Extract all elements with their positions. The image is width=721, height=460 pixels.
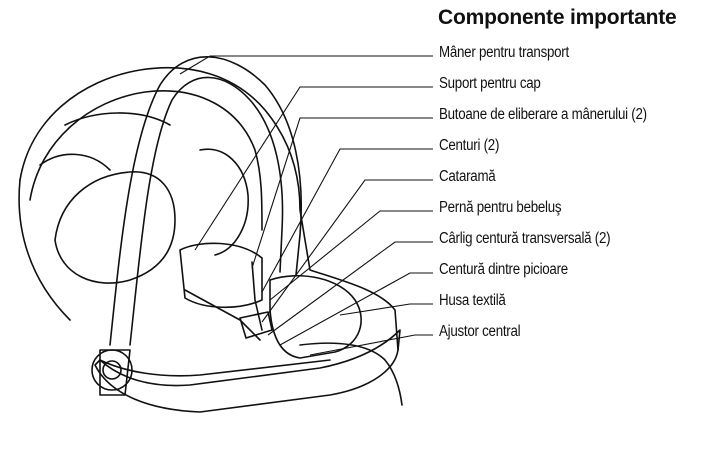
foot-cushion <box>269 274 362 359</box>
component-label: Husa textilă <box>439 292 506 309</box>
harness-strap-left <box>184 289 261 341</box>
seat-shell-outer <box>19 66 399 351</box>
component-label: Mâner pentru transport <box>439 44 569 61</box>
base-rim <box>99 359 331 377</box>
component-label: Butoane de eliberare a mânerului (2) <box>439 106 647 123</box>
leader-line-crotch-strap <box>279 272 433 346</box>
leader-line-central-adjuster <box>309 334 433 356</box>
leader-line-carry-handle <box>179 55 433 75</box>
component-label: Cârlig centură transversală (2) <box>439 230 611 247</box>
leader-line-buckle <box>261 179 433 323</box>
component-label: Centură dintre picioare <box>439 261 568 278</box>
canopy-fold-1 <box>18 179 71 321</box>
component-label: Cataramă <box>439 168 496 185</box>
handle-arc-inner <box>129 76 284 346</box>
component-label: Centuri (2) <box>439 137 500 154</box>
page-title: Componente importante <box>438 6 677 29</box>
leader-line-fabric-cover <box>339 303 433 316</box>
seat-base <box>94 329 401 413</box>
leader-line-belt-hook <box>267 241 433 336</box>
handle-arc-outer <box>109 56 303 346</box>
head-support-cushion <box>54 171 176 284</box>
component-label: Suport pentru cap <box>439 75 541 92</box>
handle-pivot-inner <box>102 360 122 380</box>
buckle-shape <box>239 311 273 339</box>
head-support-inner <box>199 148 249 256</box>
central-adjuster-strap <box>299 342 403 406</box>
leader-line-handle-release-buttons <box>251 117 433 269</box>
component-label: Ajustor central <box>439 323 521 340</box>
leader-line-infant-pillow <box>269 210 433 301</box>
canopy-fold-3 <box>64 112 171 126</box>
infant-pillow-shape <box>179 242 263 309</box>
seat-shell-inner <box>29 90 263 231</box>
harness-strap-right <box>251 261 263 331</box>
handle-arm <box>99 349 131 396</box>
component-label: Pernă pentru bebeluş <box>439 199 562 216</box>
leader-line-harness <box>261 148 433 293</box>
canopy-fold-2 <box>39 153 111 171</box>
leader-line-head-support <box>194 86 433 251</box>
